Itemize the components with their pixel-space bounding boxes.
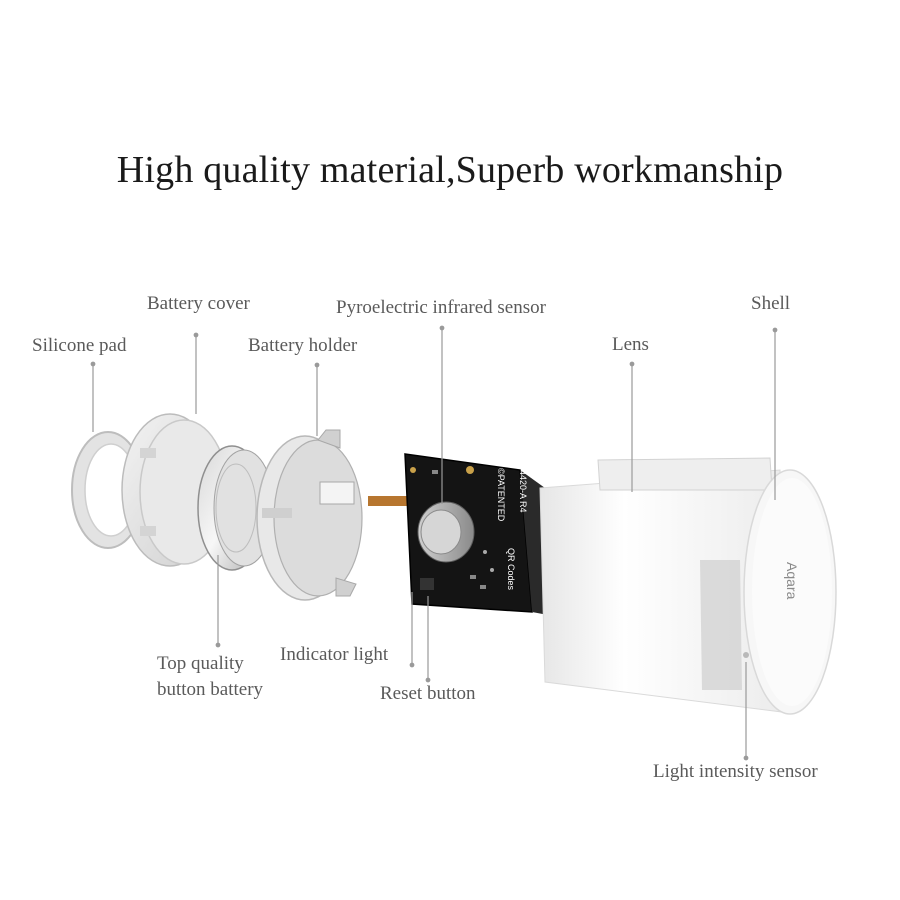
pcb-qr-text: QR Codes — [506, 548, 516, 591]
headline: High quality material,Superb workmanship — [116, 149, 784, 191]
battery-holder — [256, 429, 414, 601]
label-battery-cover: Battery cover — [147, 293, 250, 314]
label-lens: Lens — [612, 334, 649, 355]
label-light-sensor: Light intensity sensor — [653, 761, 818, 782]
label-battery-holder: Battery holder — [248, 335, 358, 356]
label-pir-sensor: Pyroelectric infrared sensor — [336, 297, 546, 318]
pcb-model-text: 4420-A R4 — [518, 470, 528, 513]
label-reset-button: Reset button — [380, 683, 476, 704]
shell — [539, 457, 837, 715]
brand-logo-text: Aqara — [784, 562, 800, 600]
leader-lines — [90, 325, 778, 761]
label-shell: Shell — [751, 293, 791, 314]
pcb-patent-text: ©PATENTED — [496, 468, 506, 522]
label-silicone-pad: Silicone pad — [32, 335, 127, 356]
label-battery-line1: Top quality — [157, 653, 244, 674]
label-indicator-light: Indicator light — [280, 644, 389, 665]
pcb-markings: 4420-A R4 ©PATENTED QR Codes — [496, 468, 528, 591]
label-battery-line2: button battery — [157, 679, 264, 700]
